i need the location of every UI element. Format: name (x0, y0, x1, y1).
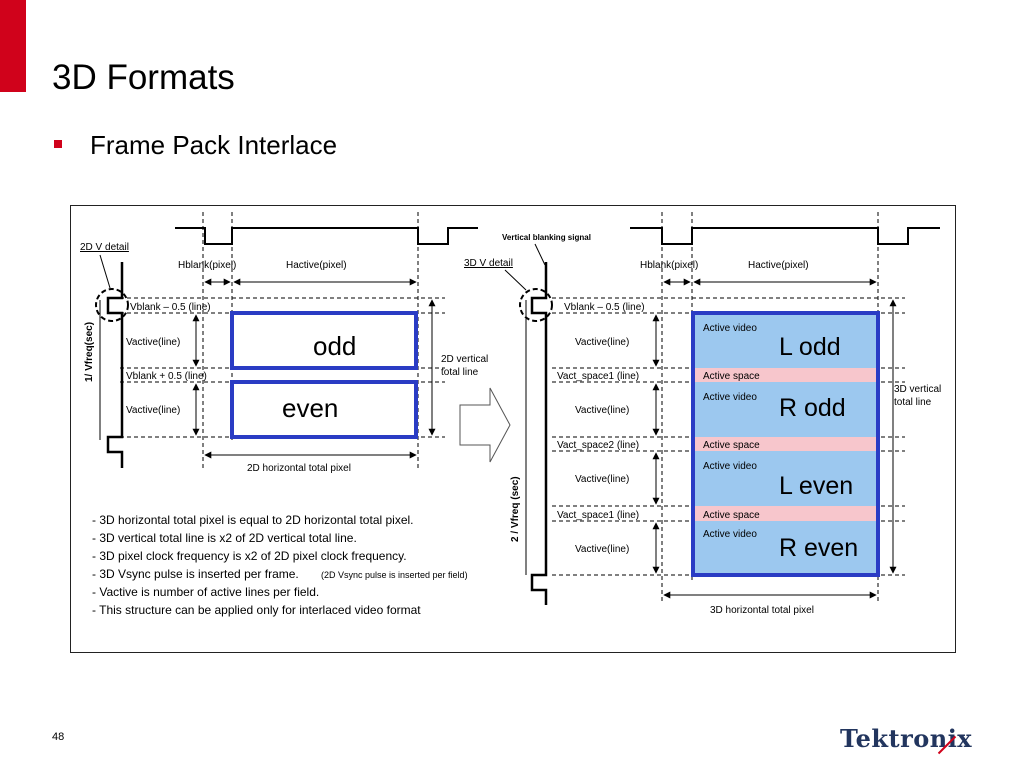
active-space-band (695, 437, 876, 451)
note-4: - 3D Vsync pulse is inserted per frame. (92, 567, 299, 581)
vertical-total-label-3d-1: 3D vertical (894, 384, 941, 395)
hactive-label-2d: Hactive(pixel) (286, 260, 347, 271)
vactive-label-2: Vactive(line) (126, 405, 180, 416)
blanking-signal-label: Vertical blanking signal (502, 233, 591, 242)
hactive-label-3d: Hactive(pixel) (748, 260, 809, 271)
bullet-text: Frame Pack Interlace (90, 130, 338, 160)
row-label: Vactive(line) (575, 337, 629, 348)
v-sync-waveform-2d (106, 262, 124, 468)
horizontal-total-label-2d: 2D horizontal total pixel (247, 463, 351, 474)
even-label: even (282, 393, 338, 423)
accent-bar (0, 0, 26, 92)
row-label: Vactive(line) (575, 474, 629, 485)
vertical-total-label-2d-1: 2D vertical (441, 354, 488, 365)
slide-title: 3D Formats (52, 58, 235, 97)
active-space-band (695, 368, 876, 382)
odd-label: odd (313, 331, 356, 361)
vfreq-label-3d: 2 / Vfreq (sec) (510, 476, 521, 542)
frame-block-label: L even (779, 472, 853, 500)
note-2: - 3D vertical total line is x2 of 2D ver… (92, 531, 357, 545)
page-number: 48 (52, 731, 65, 743)
active-space-note: Active space (703, 510, 760, 521)
transform-arrow (459, 387, 511, 463)
row-label: Vact_space2 (line) (557, 440, 639, 451)
note-6: - This structure can be applied only for… (92, 603, 421, 617)
odd-field-box (230, 311, 418, 370)
vblank-plus-label: Vblank + 0.5 (line) (126, 371, 207, 382)
frame-block-label: R even (779, 534, 858, 562)
vblank-minus-label: Vblank – 0.5 (line) (130, 302, 211, 313)
hblank-label-3d: Hblank(pixel) (640, 260, 698, 271)
v-detail-label-3d: 3D V detail (464, 258, 513, 269)
horizontal-total-label-3d: 3D horizontal total pixel (710, 605, 814, 616)
vertical-total-label-2d-2: total line (441, 367, 479, 378)
leader-line (99, 254, 111, 289)
active-space-note: Active space (703, 440, 760, 451)
note-5: - Vactive is number of active lines per … (92, 585, 319, 599)
frame-block-label: L odd (779, 333, 841, 361)
v-detail-circle-3d (519, 288, 553, 322)
vertical-total-label-3d-2: total line (894, 397, 932, 408)
even-field-box (230, 380, 418, 439)
v-detail-circle (95, 288, 129, 322)
row-label: Vactive(line) (575, 405, 629, 416)
note-3: - 3D pixel clock frequency is x2 of 2D p… (92, 549, 407, 563)
note-4-aside: (2D Vsync pulse is inserted per field) (321, 570, 468, 580)
h-sync-waveform-2d (175, 227, 478, 245)
h-sync-waveform-3d (630, 227, 940, 245)
frame-block-label: R odd (779, 394, 846, 422)
active-video-note: Active video (703, 529, 757, 540)
active-space-band (695, 506, 876, 521)
active-space-note: Active space (703, 371, 760, 382)
vblank-label-3d: Vblank – 0.5 (line) (564, 302, 645, 313)
hblank-label-2d: Hblank(pixel) (178, 260, 236, 271)
row-label: Vact_space1 (line) (557, 510, 639, 521)
tektronix-logo: Tektronix (840, 724, 973, 753)
active-video-note: Active video (703, 323, 757, 334)
note-1: - 3D horizontal total pixel is equal to … (92, 513, 414, 527)
row-label: Vact_space1 (line) (557, 371, 639, 382)
v-sync-waveform-3d (530, 262, 548, 605)
leader-line (504, 269, 527, 291)
bullet-marker (54, 140, 62, 148)
active-video-note: Active video (703, 461, 757, 472)
row-label: Vactive(line) (575, 544, 629, 555)
v-detail-label-2d: 2D V detail (80, 242, 129, 253)
vfreq-label-2d: 1/ Vfreq(sec) (84, 322, 95, 382)
vactive-label-1: Vactive(line) (126, 337, 180, 348)
leader-line (534, 243, 546, 266)
active-video-note: Active video (703, 392, 757, 403)
